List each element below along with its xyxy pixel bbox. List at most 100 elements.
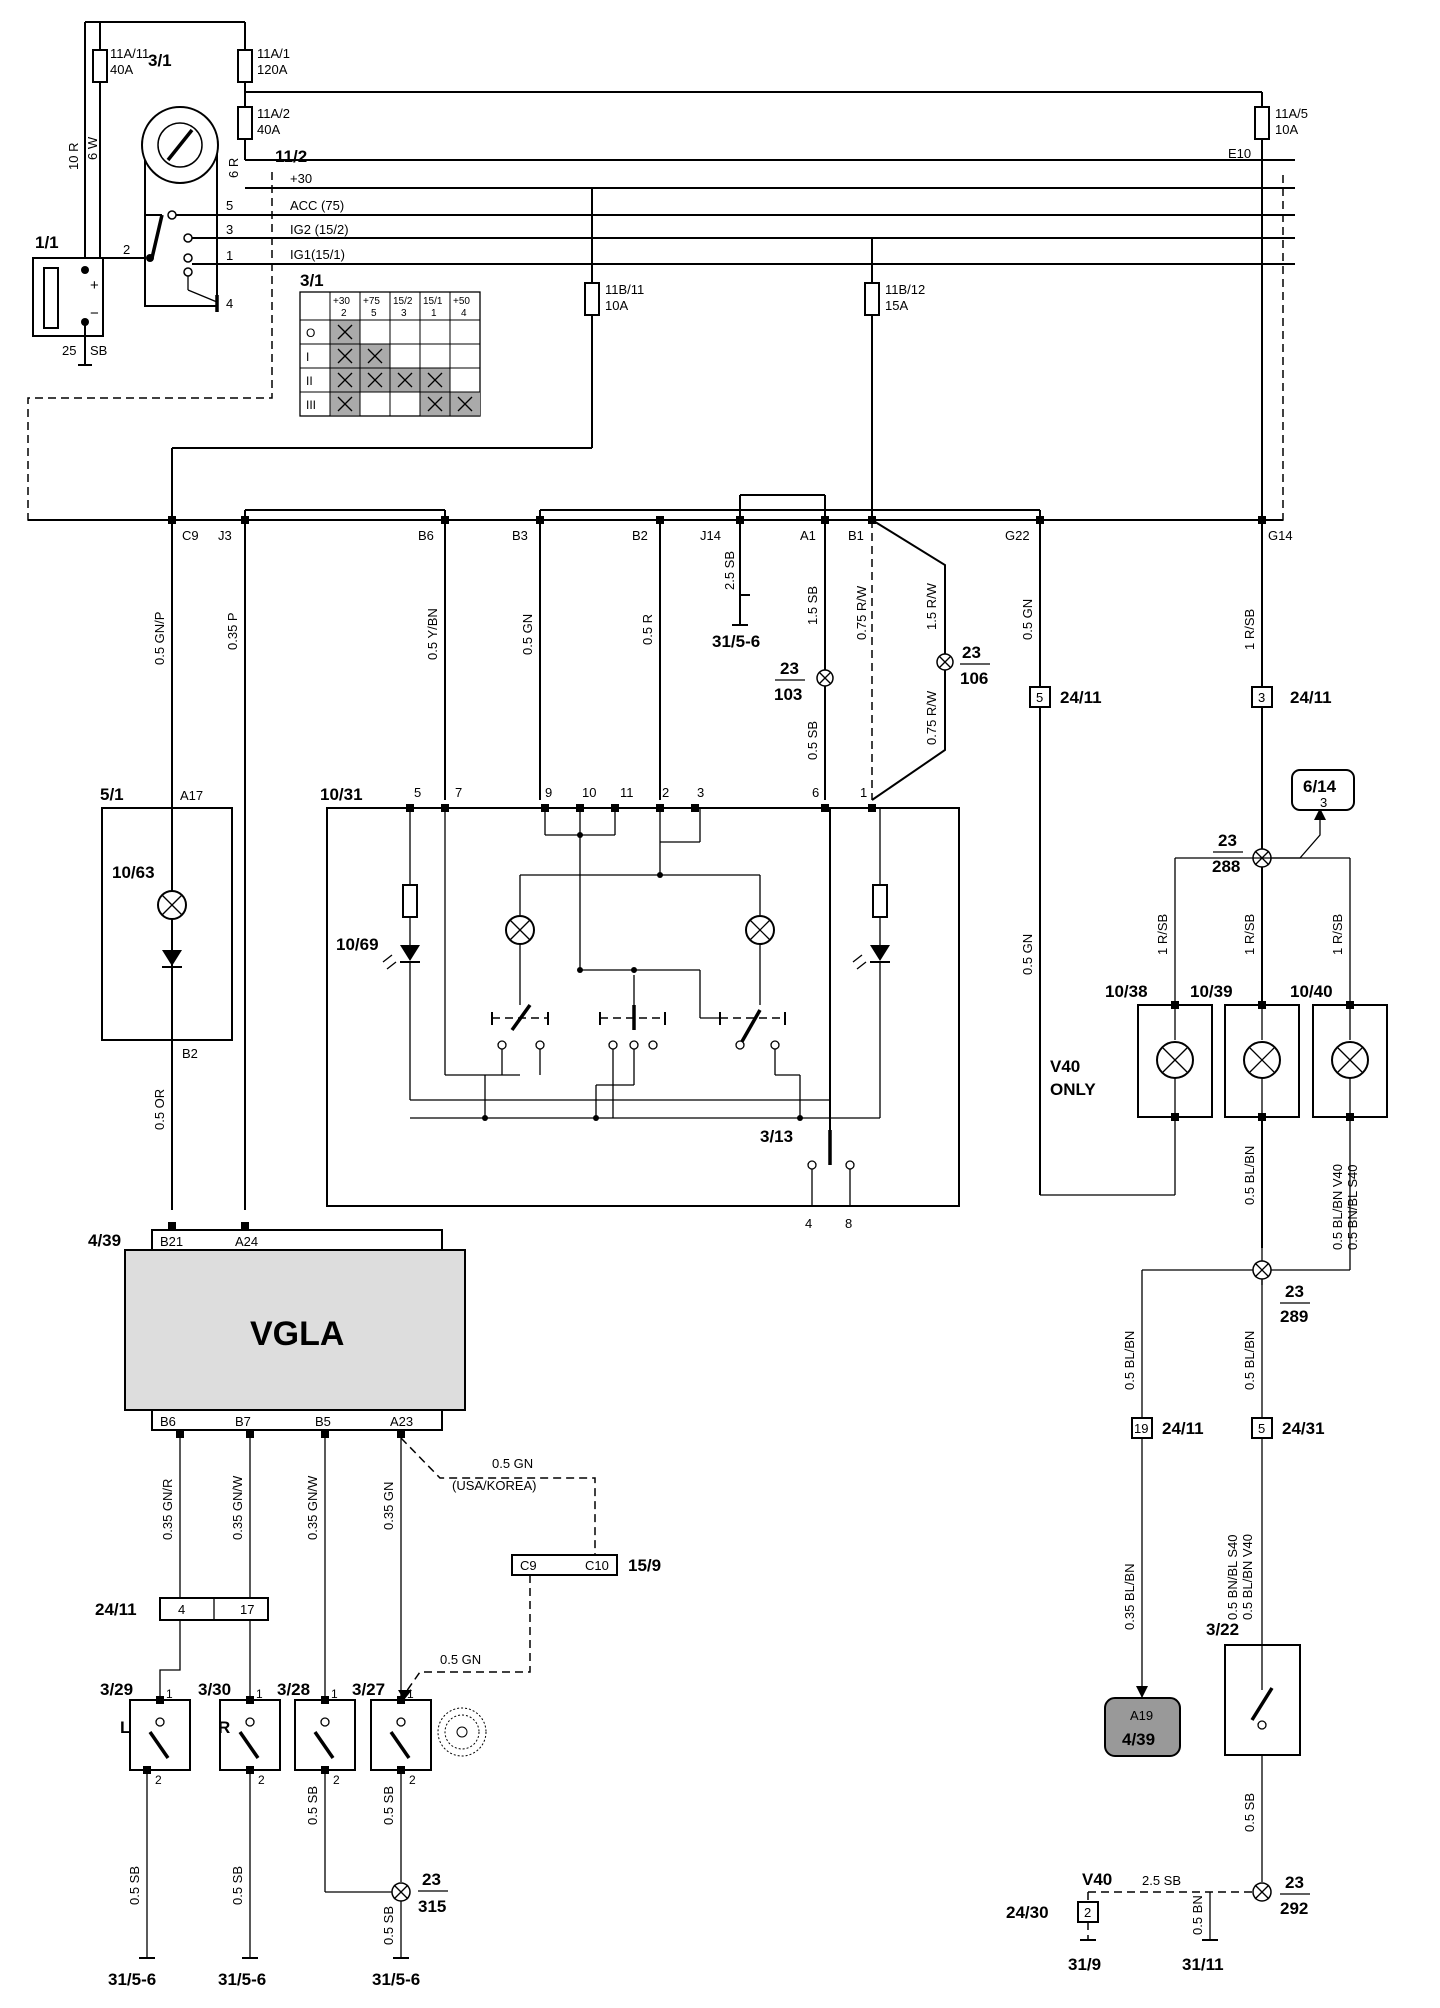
- pin-g14: [1258, 516, 1266, 524]
- conn-b3: B3: [512, 528, 528, 543]
- ignition-contact-3: [183, 233, 193, 243]
- switch-329-id: 3/29: [100, 1680, 133, 1699]
- switch-pin-1: 1: [256, 1687, 263, 1701]
- ground-319: 31/9: [1068, 1955, 1101, 1974]
- pin-j3: [241, 516, 249, 524]
- ground-sw-3: 31/5-6: [372, 1970, 420, 1989]
- table-row-label: III: [306, 398, 316, 412]
- wire-sbl2: 0.5 SB: [230, 1866, 245, 1905]
- battery-ground-color: SB: [90, 343, 107, 358]
- module-pin-b21: B21: [160, 1234, 183, 1249]
- conn-2411-3: [1251, 686, 1273, 708]
- p1031-8: 8: [845, 1216, 852, 1231]
- conn-159-c10: C10: [585, 1558, 609, 1573]
- fuse-11a11-id: 11A/11: [110, 46, 149, 61]
- table-row-label: I: [306, 350, 309, 364]
- pin-a1: [821, 516, 829, 524]
- conn-2431-5-pin: 5: [1258, 1421, 1265, 1436]
- ref-439-a19: [1104, 1697, 1181, 1757]
- ground-3111: 31/11: [1182, 1955, 1224, 1974]
- lamps-right: [1137, 1001, 1388, 1121]
- diode-51: [162, 950, 182, 966]
- ground-sw-1: 31/5-6: [108, 1970, 156, 1989]
- ground-sw-2: 31/5-6: [218, 1970, 266, 1989]
- conn-j3: J3: [218, 528, 232, 543]
- table-header: 15/1: [423, 296, 443, 307]
- pin-b6: [441, 516, 449, 524]
- fuse-11a1: [237, 49, 253, 83]
- wire-rsb3: 1 R/SB: [1330, 914, 1345, 955]
- table-header-pin: 2: [341, 308, 347, 319]
- switch-pin-1: 1: [331, 1687, 338, 1701]
- wire-gnr: 0.35 GN/R: [160, 1479, 175, 1540]
- p1031-6: 6: [812, 785, 819, 800]
- ignition-pivot: [146, 254, 154, 262]
- ign-pin-5: 5: [226, 198, 233, 213]
- conn-159-c9: C9: [520, 1558, 537, 1573]
- steering-wheel-icon: [437, 1707, 487, 1757]
- bus-e10: E10: [1228, 146, 1251, 161]
- splice-292-num: 292: [1280, 1899, 1308, 1918]
- p1031-7: 7: [455, 785, 462, 800]
- module-top-strip: [151, 1229, 443, 1251]
- p1031-5: 5: [414, 785, 421, 800]
- comp-1031-internals: [382, 808, 890, 1206]
- lamp-1040-id: 10/40: [1290, 982, 1333, 1001]
- fuse-11a5-val: 10A: [1275, 122, 1298, 137]
- conn-2411-3-pin: 3: [1258, 690, 1265, 705]
- table-row-label: II: [306, 374, 313, 388]
- v40-only-a: V40: [1050, 1057, 1080, 1076]
- switch-pin-2: 2: [333, 1773, 340, 1787]
- wire-bnbl-b: 0.5 BL/BN V40: [1240, 1534, 1255, 1620]
- ign-pin-3: 3: [226, 222, 233, 237]
- splice-315-top: 23: [422, 1870, 441, 1889]
- switch-box: [370, 1699, 432, 1771]
- table-header: +75: [363, 296, 380, 307]
- bus-ig2: IG2 (15/2): [290, 222, 349, 237]
- switch-329-l: L: [120, 1718, 130, 1737]
- wire-sbl1: 0.5 SB: [127, 1866, 142, 1905]
- battery-minus-sign: −: [90, 305, 99, 322]
- wire-blbn2: 0.5 BL/BN: [1122, 1331, 1137, 1390]
- lamp-1039-id: 10/39: [1190, 982, 1233, 1001]
- conn-2431-label: 24/31: [1282, 1419, 1325, 1438]
- conn-g14: G14: [1268, 528, 1293, 543]
- conn-c9: C9: [182, 528, 199, 543]
- splice-106-top: 23: [962, 643, 981, 662]
- conn-2411-label-b: 24/11: [1290, 688, 1332, 707]
- pin-1031-6: [821, 804, 829, 812]
- top-feed: [84, 21, 1270, 265]
- pin-c9: [168, 516, 176, 524]
- ground-j14: 31/5-6: [712, 632, 760, 651]
- pin-1031-1: [868, 804, 876, 812]
- conn-2431-5: [1251, 1417, 1273, 1439]
- switch-pin-2: 2: [155, 1773, 162, 1787]
- switch-pin-2: 2: [409, 1773, 416, 1787]
- ignition-switch-id: 3/1: [148, 51, 172, 70]
- comp-1031-id: 10/31: [320, 785, 363, 804]
- p1031-10: 10: [582, 785, 596, 800]
- wire-gn035: 0.35 GN: [381, 1482, 396, 1530]
- ref-a19: A19: [1130, 1708, 1153, 1723]
- wire-p: 0.35 P: [225, 612, 240, 650]
- wire-rsb: 1 R/SB: [1242, 609, 1257, 650]
- p1031-3: 3: [697, 785, 704, 800]
- fuse-11a2-id: 11A/2: [257, 106, 290, 121]
- module-bottom-strip: [151, 1409, 443, 1431]
- p1031-9: 9: [545, 785, 552, 800]
- wire-10r: 10 R: [66, 143, 81, 170]
- wire-gn3: 0.5 GN: [1020, 934, 1035, 975]
- wire-r: 0.5 R: [640, 614, 655, 645]
- ignition-contact-5: [167, 210, 177, 220]
- table-header-pin: 5: [371, 308, 377, 319]
- conn-159: [511, 1554, 618, 1576]
- wire-blbn3: 0.5 BL/BN: [1242, 1331, 1257, 1390]
- comp-51-id: 5/1: [100, 785, 124, 804]
- wire-bn: 0.5 BN: [1190, 1895, 1205, 1935]
- splice-288-num: 288: [1212, 857, 1240, 876]
- fuse-11b11: [584, 282, 600, 316]
- wire-rsb2: 1 R/SB: [1242, 914, 1257, 955]
